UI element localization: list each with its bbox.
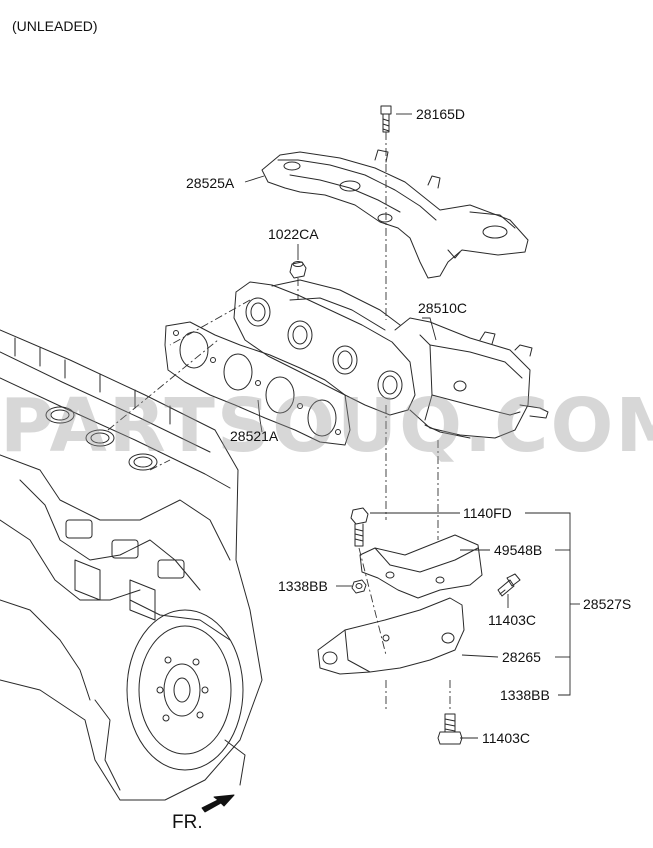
label-1022ca: 1022CA — [268, 226, 319, 242]
label-28527s: 28527S — [583, 596, 632, 612]
nut-1022ca — [289, 261, 307, 279]
stay-28265 — [317, 597, 465, 675]
engine-block — [0, 329, 263, 801]
front-direction-label: FR. — [172, 812, 203, 833]
stud-11403c-upper — [497, 573, 521, 597]
heat-shield — [261, 149, 529, 279]
label-28510c: 28510C — [418, 300, 468, 316]
label-28265: 28265 — [502, 649, 541, 665]
bolt-11403c-lower — [437, 713, 463, 745]
nut-1338bb — [351, 579, 367, 594]
bolt-28165d — [380, 105, 392, 133]
bolt-1140fd — [350, 507, 369, 547]
label-49548b: 49548B — [494, 542, 543, 558]
diagram-title: (UNLEADED) — [12, 18, 98, 34]
label-28525a: 28525A — [186, 175, 235, 191]
exhaust-manifold-converter — [233, 279, 549, 439]
label-1338bb-lower: 1338BB — [500, 687, 550, 703]
label-11403c-lower: 11403C — [482, 730, 531, 746]
label-11403c-upper: 11403C — [488, 612, 537, 628]
label-1338bb-left: 1338BB — [278, 578, 328, 594]
label-28165d: 28165D — [416, 106, 466, 122]
front-arrow-icon — [201, 794, 235, 813]
bracket-49548b — [359, 534, 483, 599]
label-1140fd: 1140FD — [463, 505, 512, 521]
manifold-gasket — [164, 321, 351, 446]
label-28521a: 28521A — [230, 428, 279, 444]
